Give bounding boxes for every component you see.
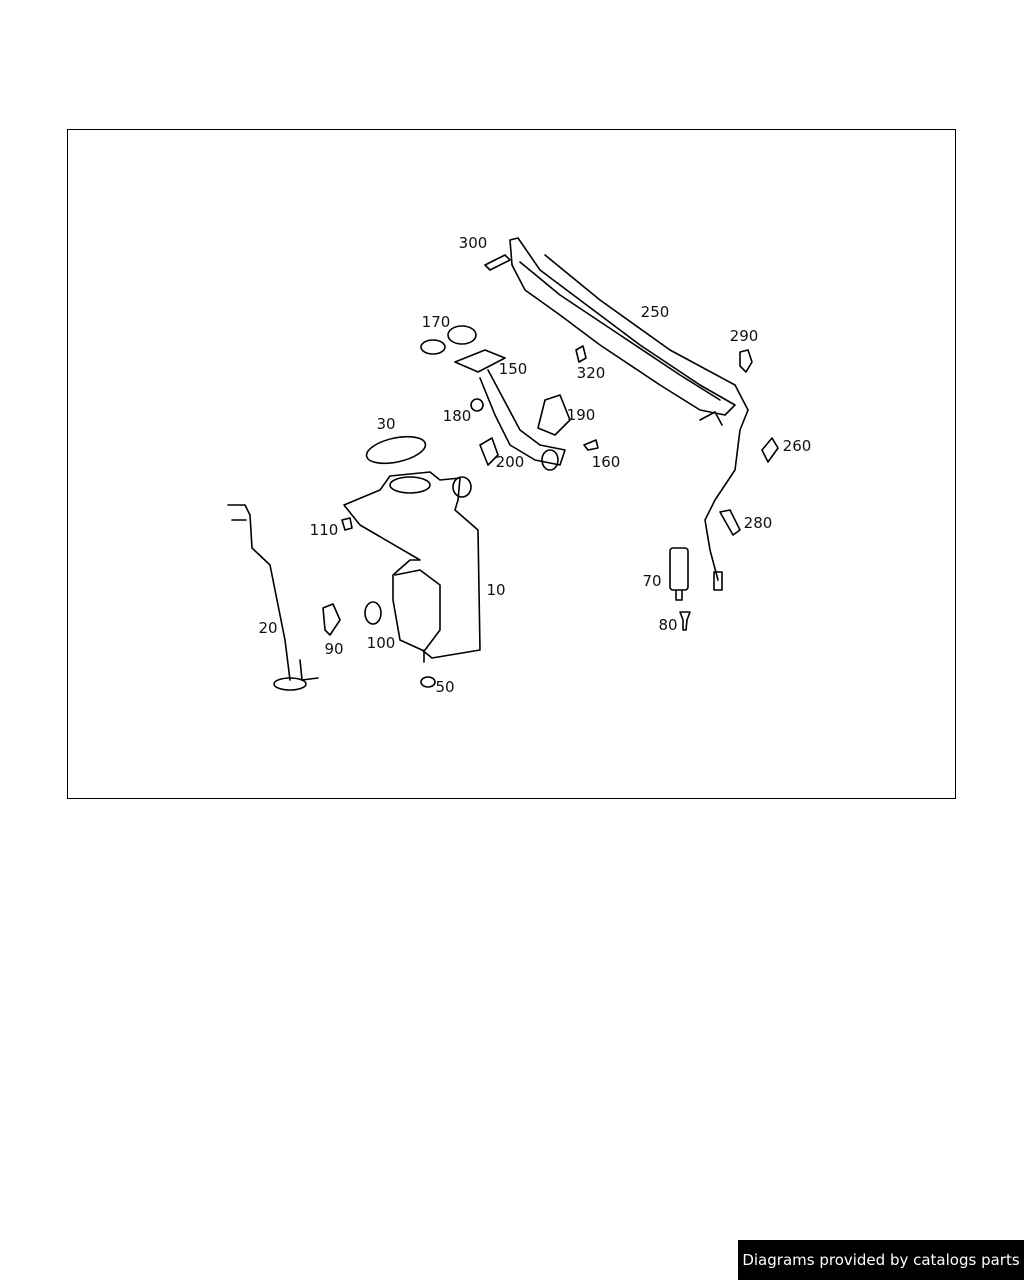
part-200 [479,437,499,466]
callout-30[interactable]: 30 [376,415,396,433]
credit-badge: Diagrams provided by catalogs parts [738,1240,1024,1280]
callout-320[interactable]: 320 [576,364,606,382]
part-260 [761,437,779,463]
part-320 [575,345,587,363]
part-100-grommet [364,601,382,625]
callout-150[interactable]: 150 [498,360,528,378]
part-90 [322,603,341,636]
part-300 [484,254,511,271]
part-20-hose [227,504,319,691]
part-160 [583,439,599,451]
callout-160[interactable]: 160 [591,453,621,471]
part-30-lid [365,435,427,465]
callout-110[interactable]: 110 [309,521,339,539]
part-180 [470,398,484,412]
callout-80[interactable]: 80 [658,616,678,634]
part-190 [537,394,571,436]
part-170-cap [420,339,446,355]
callout-170[interactable]: 170 [421,313,451,331]
callout-300[interactable]: 300 [458,234,488,252]
callout-260[interactable]: 260 [782,437,812,455]
part-10-reservoir [343,471,481,663]
part-hose-connector [713,571,723,591]
part-290 [739,349,753,373]
part-70-pump [669,547,689,601]
callout-290[interactable]: 290 [729,327,759,345]
diagram-frame [67,129,956,799]
part-80 [679,611,691,631]
callout-190[interactable]: 190 [566,406,596,424]
part-hose [704,409,749,581]
callout-250[interactable]: 250 [640,303,670,321]
callout-10[interactable]: 10 [486,581,506,599]
callout-20[interactable]: 20 [258,619,278,637]
callout-180[interactable]: 180 [442,407,472,425]
callout-200[interactable]: 200 [495,453,525,471]
callout-50[interactable]: 50 [435,678,455,696]
part-250-cowl-panel [509,237,749,426]
callout-100[interactable]: 100 [366,634,396,652]
part-110 [341,517,353,531]
part-50 [420,676,436,688]
part-150-filler-neck [454,349,566,471]
part-280 [719,509,741,536]
credit-text: Diagrams provided by catalogs parts [742,1251,1020,1269]
callout-280[interactable]: 280 [743,514,773,532]
callout-90[interactable]: 90 [324,640,344,658]
callout-70[interactable]: 70 [642,572,662,590]
part-170-seal [447,325,477,345]
